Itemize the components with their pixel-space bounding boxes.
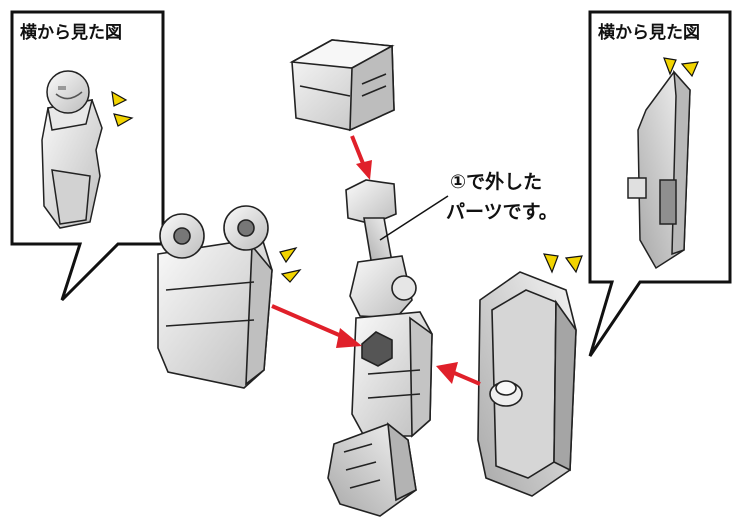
callout-leader-line xyxy=(379,195,449,241)
left-hinge-sparkle-icon xyxy=(279,247,302,283)
callout-line-2: パーツです。 xyxy=(446,201,558,223)
right-side-view-part xyxy=(627,69,691,270)
callout-line-1: ①で外した xyxy=(450,170,542,193)
top-cube-part xyxy=(289,39,395,132)
left-panel-title: 横から見た図 xyxy=(20,22,122,43)
left-side-view-part xyxy=(41,70,103,229)
right-panel-sparkle-icon xyxy=(663,57,699,78)
arrow-left-part-to-arm xyxy=(271,304,362,348)
right-cover-part xyxy=(477,271,577,497)
central-arm-assembly xyxy=(327,179,433,517)
left-panel-sparkle-icon xyxy=(111,90,134,127)
left-side-view-panel: 横から見た図 xyxy=(10,10,165,302)
arrow-right-part-to-arm xyxy=(436,362,481,386)
right-cover-sparkle-icon xyxy=(543,253,583,274)
left-hinge-part xyxy=(157,205,273,389)
right-side-view-panel: 横から見た図 xyxy=(588,10,732,357)
right-panel-title: 横から見た図 xyxy=(598,22,700,43)
callout: ①で外した パーツです。 xyxy=(379,170,558,241)
arrow-cube-to-stem xyxy=(350,135,372,180)
